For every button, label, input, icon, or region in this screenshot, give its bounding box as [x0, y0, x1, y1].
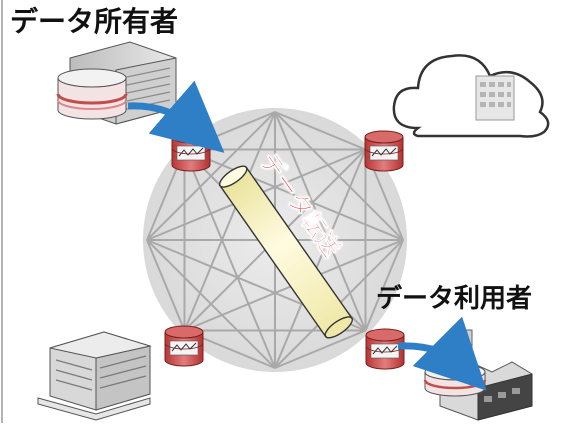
mesh-link — [274, 329, 366, 369]
mesh-link — [146, 239, 186, 331]
data-user-label: データ利用者 — [376, 284, 533, 314]
mesh-link — [183, 111, 276, 331]
download-arrow-icon — [397, 316, 487, 391]
database-node-icon — [364, 130, 404, 172]
database-node-icon — [171, 130, 211, 172]
upload-arrow-icon — [127, 80, 225, 153]
office-building-icon — [37, 331, 152, 421]
database-node-icon — [164, 325, 204, 367]
data-transfer-pipe — [218, 165, 354, 339]
mesh-link — [364, 239, 404, 331]
mesh-link — [184, 148, 404, 241]
mesh-link — [274, 149, 367, 369]
mesh-link — [274, 111, 366, 151]
factory-icon — [423, 329, 533, 421]
cloud-datacenter-icon — [392, 54, 550, 138]
mesh-link — [183, 149, 276, 369]
data-owner-label: データ所有者 — [10, 5, 179, 38]
mesh-link — [146, 239, 276, 369]
mesh-link — [274, 111, 367, 331]
